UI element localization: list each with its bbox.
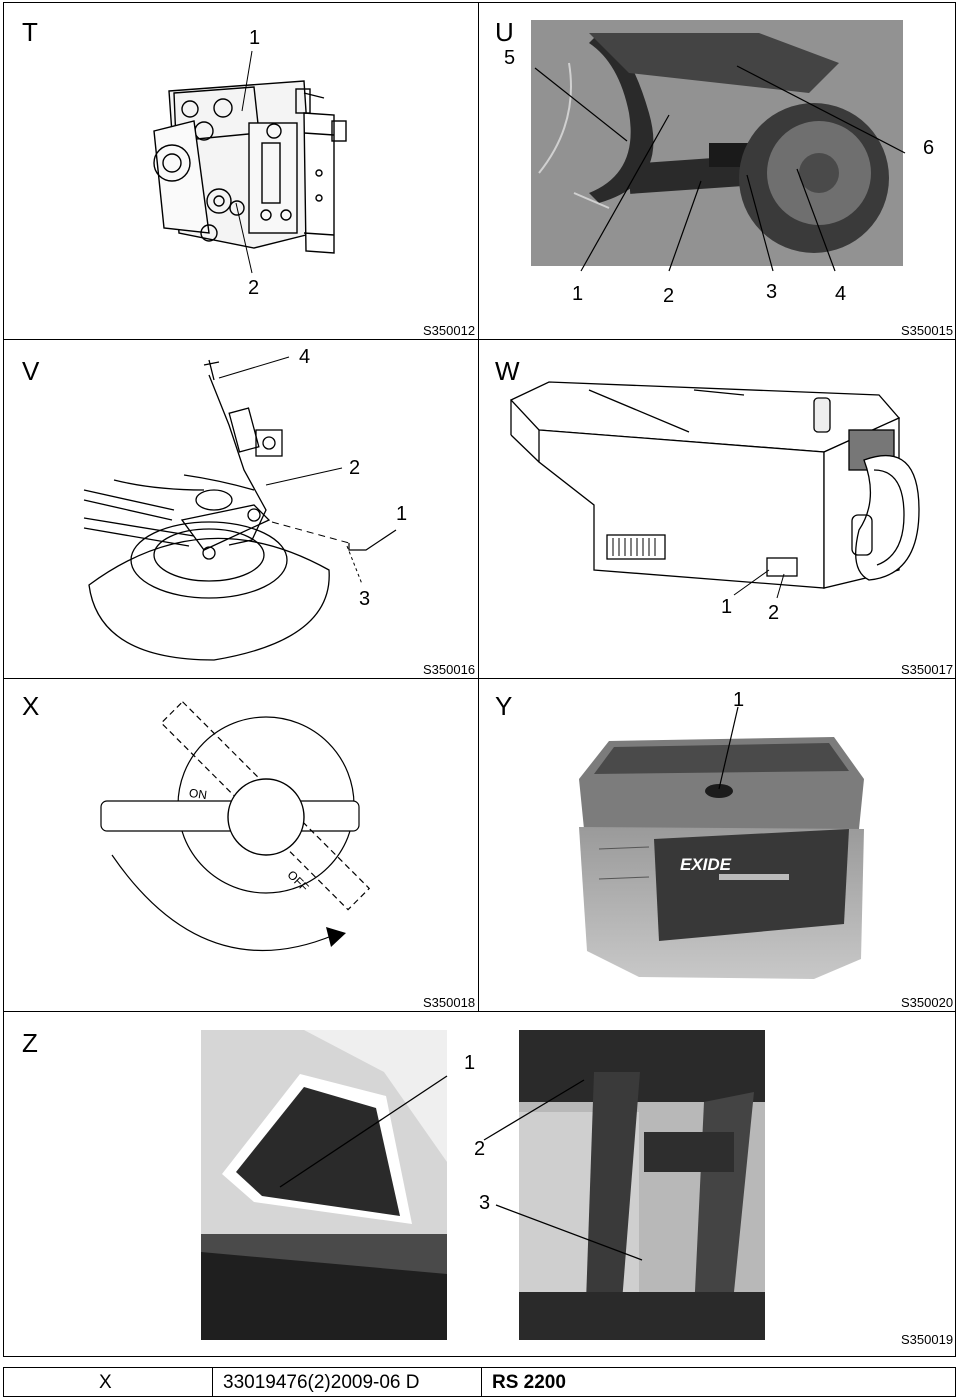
panel-letter: Y — [495, 691, 513, 721]
panel-letter: Z — [22, 1028, 38, 1058]
callout-1: 1 — [572, 283, 584, 305]
callout-3: 3 — [479, 1192, 491, 1214]
panel-w: W — [478, 339, 956, 679]
figure-code: S350020 — [901, 995, 954, 1010]
on-label: ON — [188, 785, 208, 803]
figure-code: S350018 — [423, 995, 476, 1010]
hydraulic-valve-drawing — [153, 50, 347, 274]
panel-v: V 4 2 1 — [3, 339, 479, 679]
callout-1: 1 — [721, 596, 733, 618]
callout-1: 1 — [249, 27, 261, 49]
panel-t: T — [3, 2, 479, 340]
panel-letter: V — [22, 356, 40, 386]
callout-4: 4 — [299, 346, 311, 368]
broom-arm-drawing — [83, 356, 397, 661]
footer-model: RS 2200 — [492, 1372, 566, 1393]
panel-letter: T — [22, 17, 38, 47]
callout-1: 1 — [733, 689, 745, 711]
manual-page: T — [3, 2, 956, 1397]
callout-2: 2 — [248, 277, 260, 299]
figure-code: S350016 — [423, 662, 476, 677]
callout-3: 3 — [359, 588, 371, 610]
callout-4: 4 — [835, 283, 847, 305]
callout-2: 2 — [768, 602, 780, 624]
panel-y: Y EXIDE 1 S350020 — [478, 678, 956, 1012]
figure-code: S350019 — [901, 1332, 954, 1347]
callout-2: 2 — [349, 457, 361, 479]
footer-model-box: RS 2200 — [481, 1367, 956, 1397]
callout-5: 5 — [504, 47, 516, 69]
panel-u: U 5 — [478, 2, 956, 340]
footer-doc-box: 33019476(2)2009-06 D — [212, 1367, 482, 1397]
callout-6: 6 — [923, 137, 935, 159]
battery-switch-drawing — [100, 700, 371, 952]
sweeper-broom-photo — [531, 20, 906, 272]
panel-letter: W — [495, 356, 520, 386]
footer-doc-number: 33019476(2)2009-06 D — [223, 1372, 420, 1393]
panel-x: X ON OFF S350018 — [3, 678, 479, 1012]
footer-section-box: X — [3, 1367, 213, 1397]
footer-section: X — [99, 1372, 112, 1393]
brand-label: EXIDE — [680, 855, 732, 874]
battery-photo — [579, 706, 864, 979]
figure-code: S350012 — [423, 323, 476, 338]
photos-z — [201, 1030, 765, 1340]
sweeper-hopper-drawing — [509, 381, 920, 599]
panel-z: Z 1 2 3 S350019 — [3, 1011, 956, 1357]
panel-letter: X — [22, 691, 40, 721]
callout-2: 2 — [663, 285, 675, 307]
figure-code: S350015 — [901, 323, 954, 338]
callout-3: 3 — [766, 281, 778, 303]
figure-code: S350017 — [901, 662, 954, 677]
panel-letter: U — [495, 17, 514, 47]
callout-1: 1 — [396, 503, 408, 525]
callout-2: 2 — [474, 1138, 486, 1160]
callout-1: 1 — [464, 1052, 476, 1074]
